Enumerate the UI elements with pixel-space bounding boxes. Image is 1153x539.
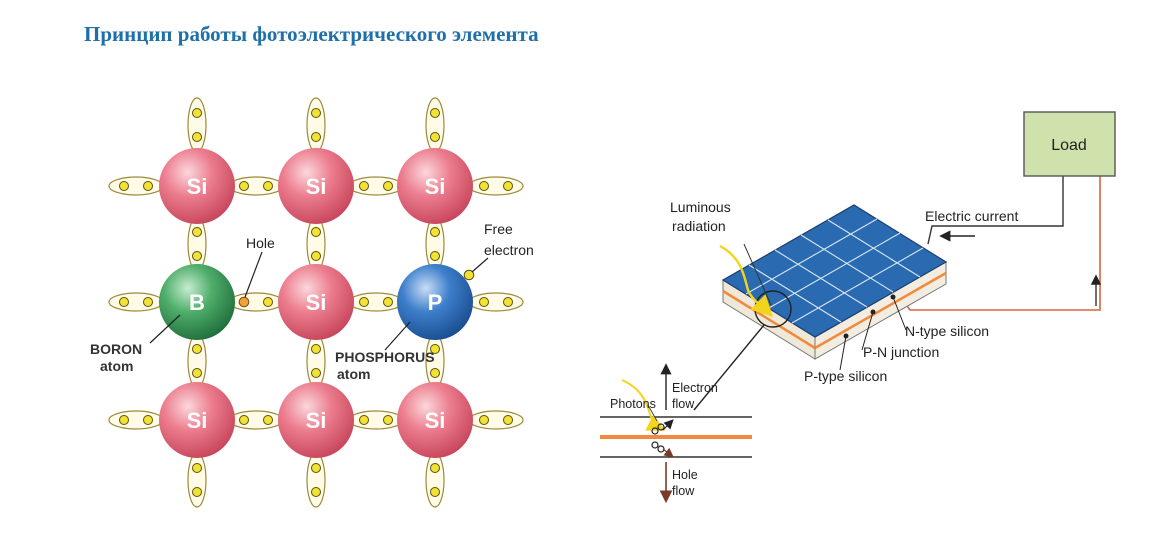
hole-leader bbox=[244, 251, 263, 298]
pn-junction-stripe bbox=[814, 271, 947, 350]
si-atom bbox=[159, 148, 235, 224]
si-atom bbox=[159, 382, 235, 458]
si-atom bbox=[278, 264, 354, 340]
n-type-dot bbox=[890, 294, 896, 300]
boron-label: BORON bbox=[90, 341, 142, 357]
pn-junction-leader bbox=[861, 311, 874, 351]
boron-atom bbox=[159, 264, 235, 340]
si-atom bbox=[278, 148, 354, 224]
si-symbol: Si bbox=[187, 174, 208, 199]
si-atom bbox=[397, 382, 473, 458]
free-electron bbox=[463, 269, 475, 281]
hole-drift-arrow bbox=[662, 447, 674, 458]
page-title: Принцип работы фотоэлектрического элемен… bbox=[84, 22, 539, 46]
magnifier-leader bbox=[693, 324, 765, 411]
luminous-radiation-label: radiation bbox=[672, 218, 726, 234]
hole-flow-label: Hole bbox=[672, 468, 698, 482]
boron-leader bbox=[149, 314, 181, 344]
pn-junction-stripe bbox=[722, 289, 816, 350]
bond-electrons-horizontal bbox=[119, 181, 513, 425]
atoms bbox=[159, 148, 473, 458]
luminous-leader bbox=[743, 243, 772, 306]
p-type-dot bbox=[843, 333, 849, 339]
p-type-silicon-label: P-type silicon bbox=[804, 368, 887, 384]
phosphorus-leader bbox=[384, 321, 411, 351]
electron-hole-pairs bbox=[651, 423, 665, 453]
phosphorus-atom bbox=[397, 264, 473, 340]
electron-flow-label: Electron bbox=[672, 381, 718, 395]
load-box bbox=[1023, 111, 1116, 177]
free-electron-label: Free bbox=[484, 221, 513, 237]
phosphorus-label: PHOSPHORUS bbox=[335, 349, 435, 365]
si-symbol: Si bbox=[425, 174, 446, 199]
pn-junction-dot bbox=[870, 309, 876, 315]
free-electron-leader bbox=[471, 257, 489, 273]
hole-label: Hole bbox=[246, 235, 275, 251]
panel-grid bbox=[745, 218, 924, 324]
electric-current-label: Electric current bbox=[925, 208, 1018, 224]
n-type-leader bbox=[892, 296, 907, 331]
photons-label: Photons bbox=[610, 397, 656, 411]
si-symbol: Si bbox=[306, 408, 327, 433]
photon-arrow bbox=[621, 379, 666, 431]
n-type-silicon-label: N-type silicon bbox=[905, 323, 989, 339]
photons-leader bbox=[647, 404, 658, 422]
luminous-radiation-arrow bbox=[719, 244, 774, 318]
si-symbol: Si bbox=[306, 290, 327, 315]
hole-flow-label: flow bbox=[672, 484, 695, 498]
hole-marker bbox=[238, 296, 250, 308]
si-symbol: Si bbox=[425, 408, 446, 433]
solar-cell-diagram: Load bbox=[670, 111, 1116, 411]
si-atom bbox=[278, 382, 354, 458]
p-type-leader bbox=[839, 335, 847, 371]
electron-drift-arrow bbox=[662, 419, 674, 431]
si-symbol: Si bbox=[187, 408, 208, 433]
boron-symbol: B bbox=[189, 290, 205, 315]
pn-junction-label: P-N junction bbox=[863, 344, 939, 360]
phosphorus-symbol: P bbox=[428, 290, 443, 315]
load-label: Load bbox=[1051, 137, 1087, 154]
boron-label: atom bbox=[100, 358, 133, 374]
free-electron-label: electron bbox=[484, 242, 534, 258]
si-symbol: Si bbox=[306, 174, 327, 199]
luminous-radiation-label: Luminous bbox=[670, 199, 731, 215]
phosphorus-label: atom bbox=[337, 366, 370, 382]
bond-electrons-vertical bbox=[192, 108, 440, 497]
circuit-wire-return bbox=[927, 176, 1064, 245]
junction-inset: Photons Electron flow Hole flow bbox=[600, 363, 752, 504]
si-atom bbox=[397, 148, 473, 224]
electron-flow-label: flow bbox=[672, 397, 695, 411]
crystal-lattice: Si Si Si B Si P Si Si Si Hole Free elect… bbox=[90, 97, 534, 508]
